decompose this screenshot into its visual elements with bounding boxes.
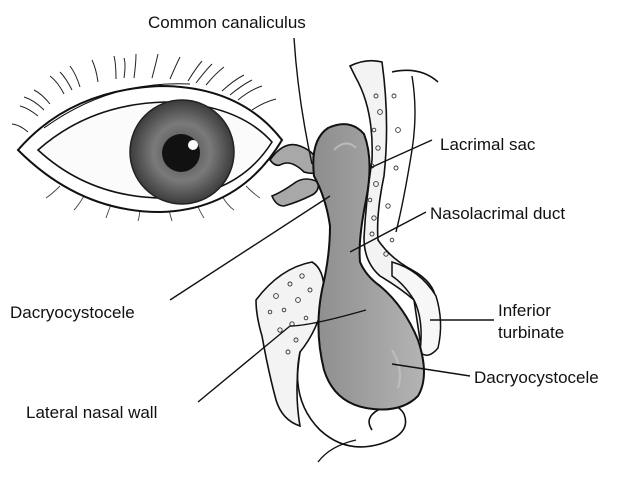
label-lateral-nasal-wall: Lateral nasal wall (26, 403, 157, 422)
label-dacryocystocele-left: Dacryocystocele (10, 303, 135, 322)
eye-icon (12, 54, 282, 221)
pupil-highlight (188, 140, 198, 150)
label-common-canaliculus: Common canaliculus (148, 13, 306, 32)
pupil (162, 134, 200, 172)
label-inferior-turbinate-line1: Inferior (498, 301, 551, 320)
label-nasolacrimal-duct: Nasolacrimal duct (430, 204, 565, 223)
label-inferior-turbinate-line2: turbinate (498, 323, 564, 342)
label-lacrimal-sac: Lacrimal sac (440, 135, 536, 154)
label-dacryocystocele-right: Dacryocystocele (474, 368, 599, 387)
